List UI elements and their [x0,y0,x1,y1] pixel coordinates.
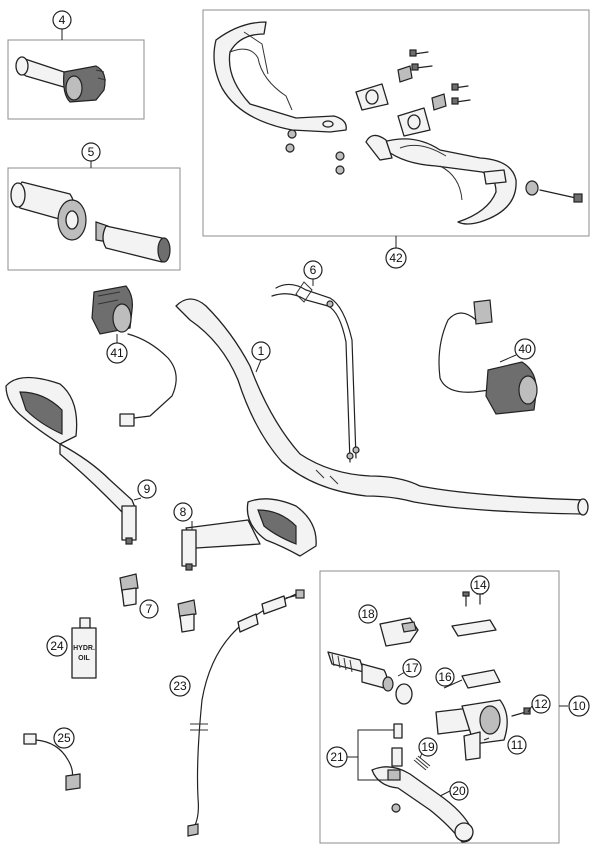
right-switch-part [438,299,538,415]
callout-24: 24 [46,635,68,657]
throttle-cables-part [271,281,360,463]
callout-41: 41 [106,342,128,364]
callout-5: 5 [81,142,101,162]
group-box-handguards [202,9,590,237]
svg-text:21: 21 [330,750,344,764]
callout-20: 20 [449,781,469,801]
left-mirror-part [5,376,137,545]
svg-text:8: 8 [180,505,187,519]
callout-9: 9 [137,479,157,499]
leader-lines [61,29,568,797]
mirror-adapter-part [119,573,197,633]
callout-21: 21 [326,746,348,768]
svg-text:23: 23 [173,679,187,693]
svg-text:42: 42 [389,251,403,265]
callout-23: 23 [169,675,191,697]
svg-text:9: 9 [144,482,151,496]
svg-text:19: 19 [421,740,435,754]
svg-text:17: 17 [405,661,419,675]
callout-17: 17 [402,658,422,678]
callout-18: 18 [358,604,378,624]
clutch-cable-part [187,589,305,837]
group-box-grips [7,167,181,271]
svg-text:1: 1 [258,344,265,358]
hydraulic-oil-bottle-part: HYDR. OIL [71,617,97,679]
callout-6: 6 [303,260,323,280]
callout-14: 14 [470,575,490,595]
bottle-label-line1: HYDR. [73,645,95,652]
callout-25: 25 [53,727,75,749]
svg-text:24: 24 [50,639,64,653]
svg-text:14: 14 [473,578,487,592]
callout-40: 40 [514,338,536,360]
svg-text:7: 7 [146,602,153,616]
group-box-clutch-assembly [319,570,560,844]
sensor-cable-part [23,733,81,791]
grips-part [10,181,171,263]
callout-10: 10 [568,695,590,717]
handguards-part [213,21,583,225]
svg-text:25: 25 [57,731,71,745]
throttle-grip-part [15,56,107,103]
callout-16: 16 [435,667,455,687]
handlebar-part [175,298,589,516]
svg-text:41: 41 [110,346,124,360]
callout-1: 1 [251,341,271,361]
bottle-label-line2: OIL [78,655,90,662]
callout-19: 19 [418,737,438,757]
svg-text:6: 6 [310,263,317,277]
svg-text:4: 4 [59,13,66,27]
callout-4: 4 [52,10,72,30]
svg-text:5: 5 [88,145,95,159]
svg-text:40: 40 [518,342,532,356]
group-box-throttle-grip [7,39,145,120]
svg-text:20: 20 [452,784,466,798]
callout-7: 7 [139,599,159,619]
left-switch-part [91,285,177,427]
svg-text:10: 10 [572,699,586,713]
clutch-assembly-part [327,589,531,843]
callout-12: 12 [531,694,551,714]
svg-text:16: 16 [438,670,452,684]
callout-42: 42 [385,247,407,269]
right-mirror-part [181,498,317,571]
svg-text:11: 11 [511,738,524,752]
svg-text:18: 18 [361,607,375,621]
callout-11: 11 [507,735,527,755]
svg-text:12: 12 [534,697,548,711]
callout-8: 8 [173,502,193,522]
